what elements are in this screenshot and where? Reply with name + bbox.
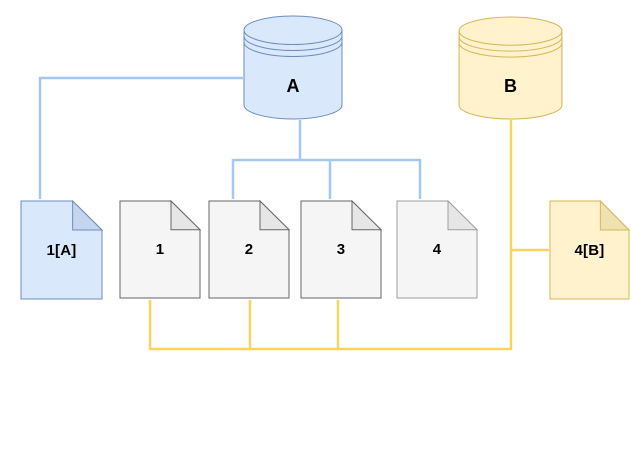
document-icon (208, 200, 290, 299)
document-1: 1 (119, 200, 201, 299)
database-cylinder-icon (458, 16, 563, 120)
cylinder-body (458, 16, 563, 120)
document-icon (20, 200, 103, 300)
document-1a: 1[A] (20, 200, 103, 300)
document-fold (170, 200, 201, 231)
cylinder-rim (458, 30, 563, 58)
document-icon (549, 200, 630, 300)
document-3: 3 (300, 200, 382, 299)
document-4-label: 4 (432, 241, 442, 258)
document-fold (351, 200, 382, 231)
document-3-label: 3 (336, 241, 346, 258)
document-icon (396, 200, 478, 299)
document-fold (259, 200, 290, 231)
cylinder-b: B (458, 16, 563, 120)
cylinder-a: A (243, 15, 343, 120)
document-4: 4 (396, 200, 478, 299)
document-icon (300, 200, 382, 299)
cylinder-body (243, 15, 343, 120)
cylinder-a-label: A (286, 75, 300, 96)
edge-b-to-docs-1-2-3-and-4b (148, 120, 549, 351)
document-fold (447, 200, 478, 231)
document-fold (599, 200, 630, 231)
document-2-label: 2 (244, 241, 254, 258)
document-icon (119, 200, 201, 299)
document-1-label: 1 (155, 241, 165, 258)
database-cylinder-icon (243, 15, 343, 120)
document-fold (72, 200, 103, 231)
edge-a-to-doc1a (38, 76, 243, 199)
cylinder-rim (243, 29, 343, 58)
document-1a-label: 1[A] (46, 241, 77, 259)
cylinder-b-label: B (504, 76, 517, 97)
document-4b-label: 4[B] (574, 241, 605, 259)
document-2: 2 (208, 200, 290, 299)
edge-a-to-docs-2-3-4 (231, 120, 422, 199)
document-4b: 4[B] (549, 200, 630, 300)
